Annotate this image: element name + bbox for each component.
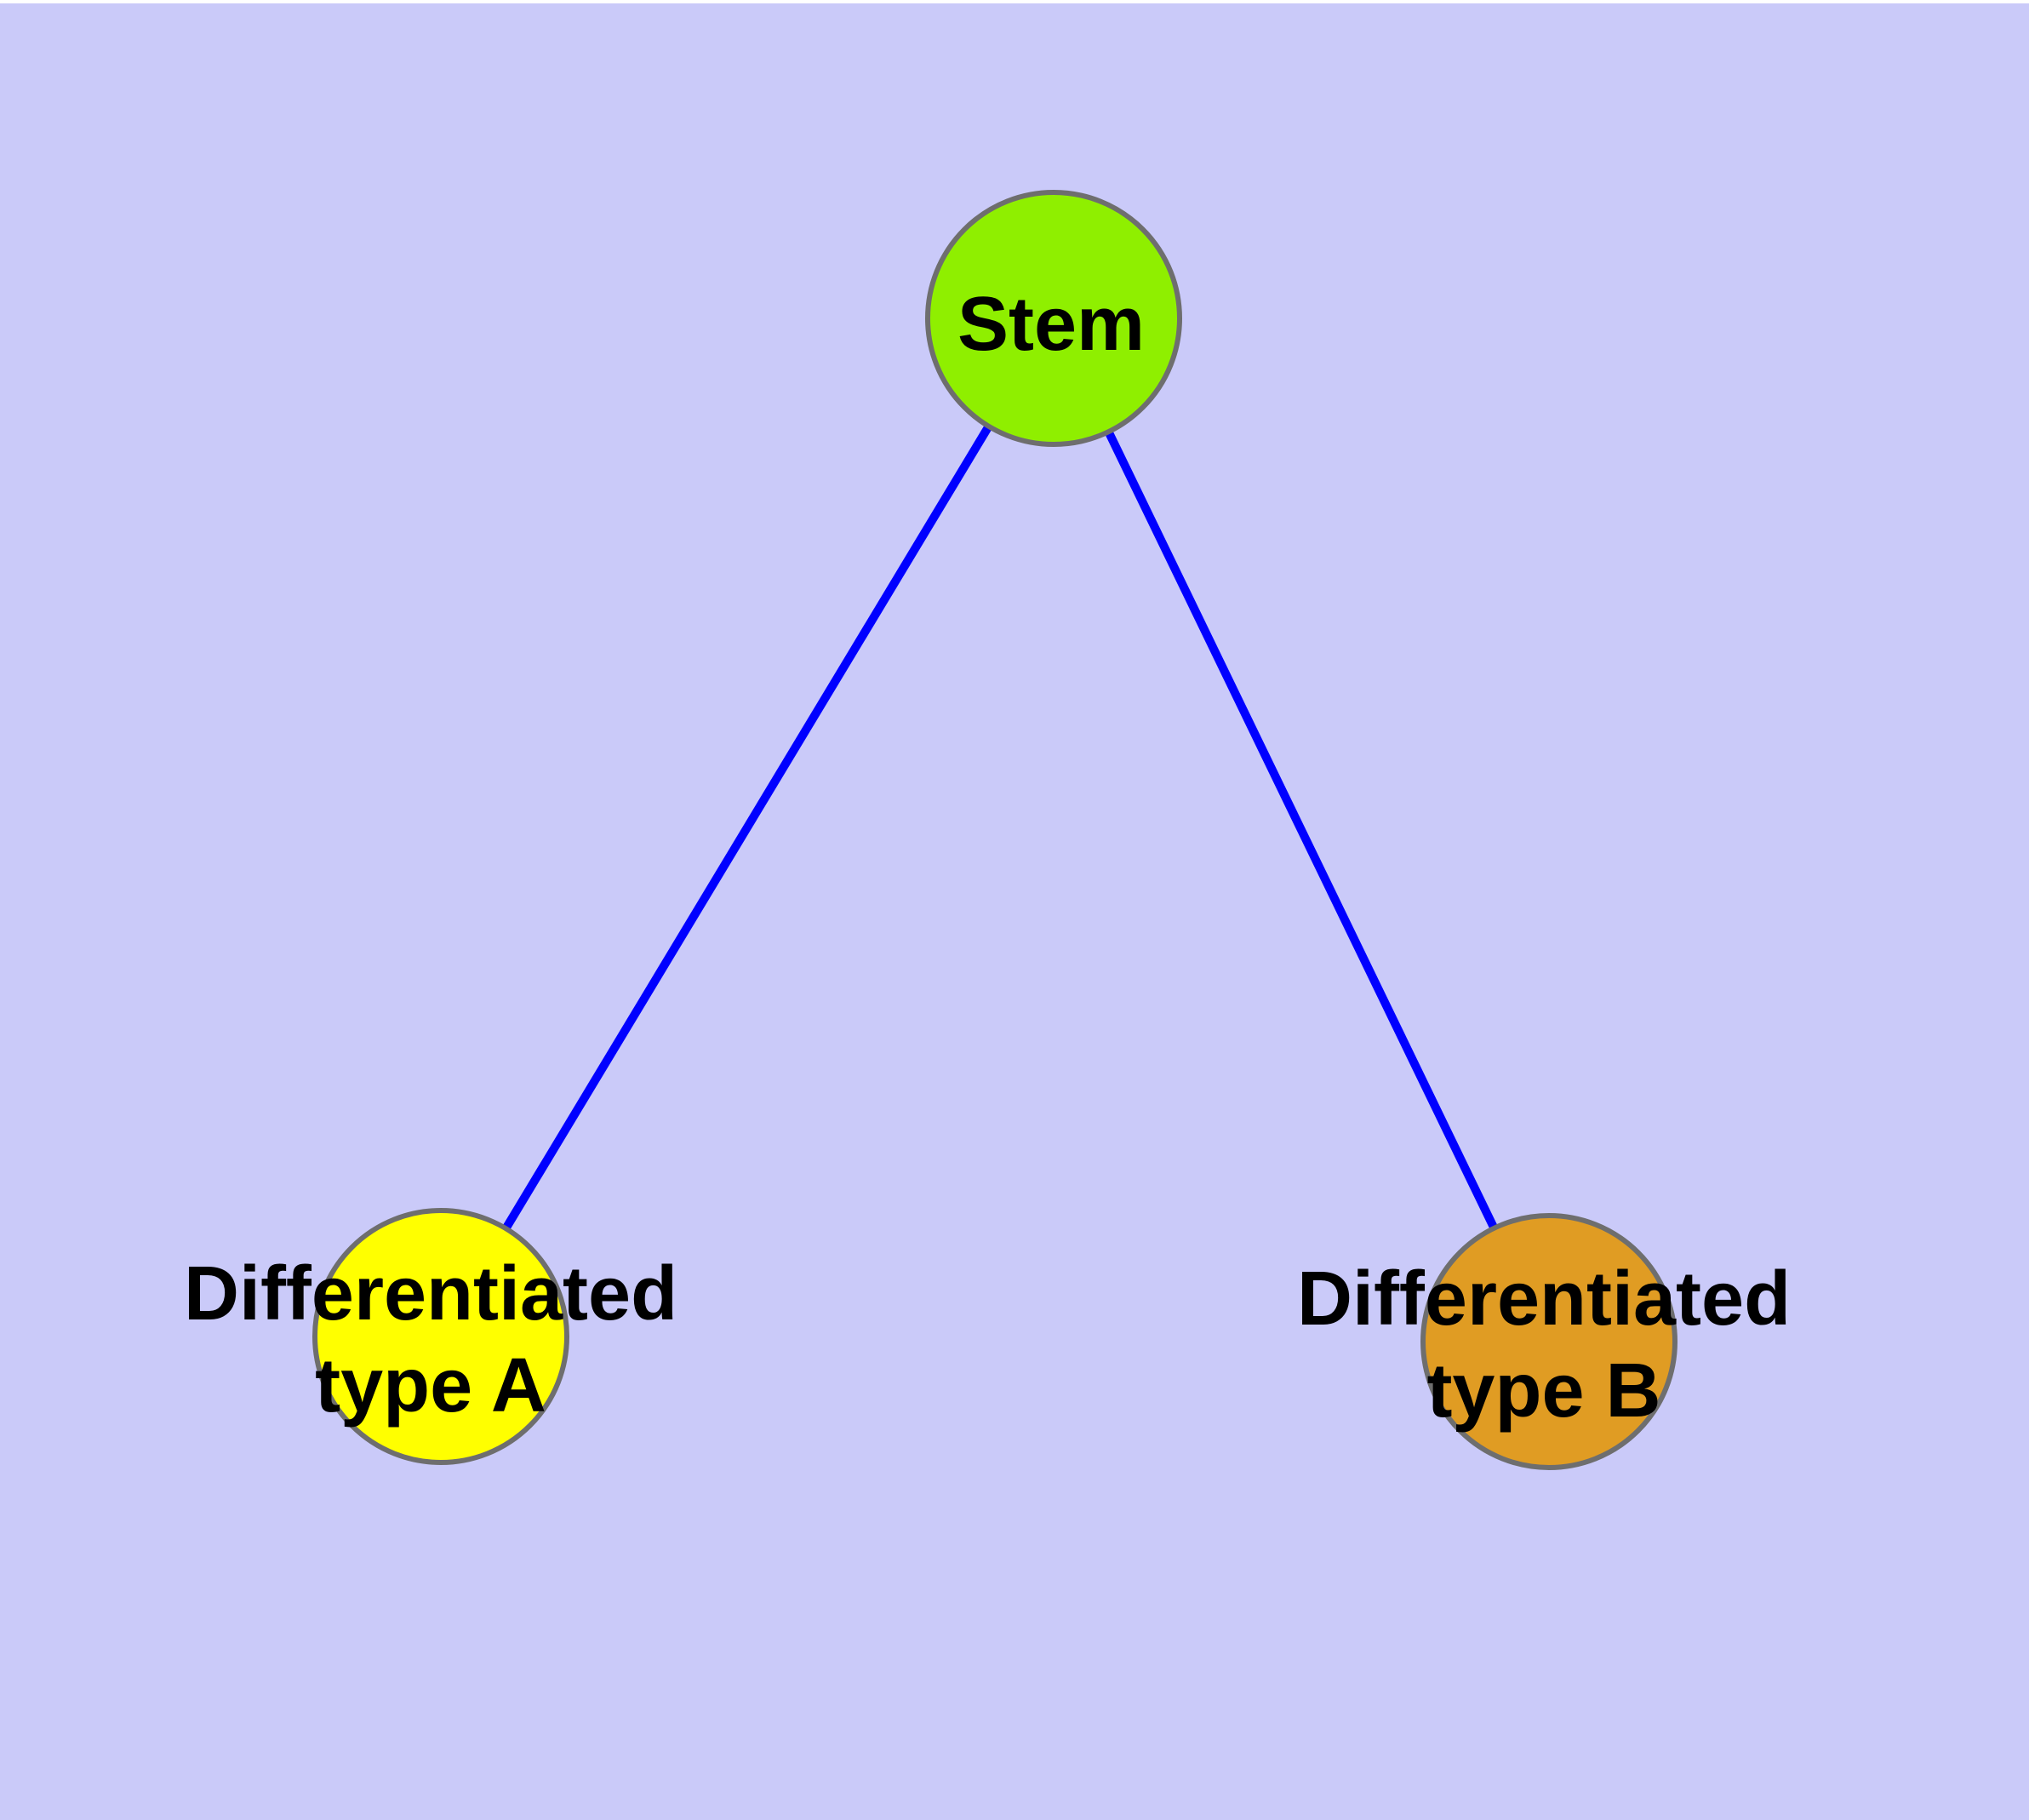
node-type-b-circle: [1420, 1213, 1677, 1470]
node-label-type-b: Differentiated type B: [1296, 1256, 1792, 1434]
node-label-stem: Stem: [957, 282, 1146, 367]
node-label-type-a: Differentiated type A: [183, 1251, 678, 1428]
node-stem-circle: [925, 190, 1182, 447]
node-type-a-circle: [312, 1208, 569, 1465]
diagram-canvas: Stem Differentiated type A Differentiate…: [0, 3, 2029, 1820]
edge-stem-to-type-a: [437, 316, 1058, 1339]
edge-stem-to-type-b: [1049, 316, 1553, 1344]
graph-svg: [0, 3, 2029, 1820]
